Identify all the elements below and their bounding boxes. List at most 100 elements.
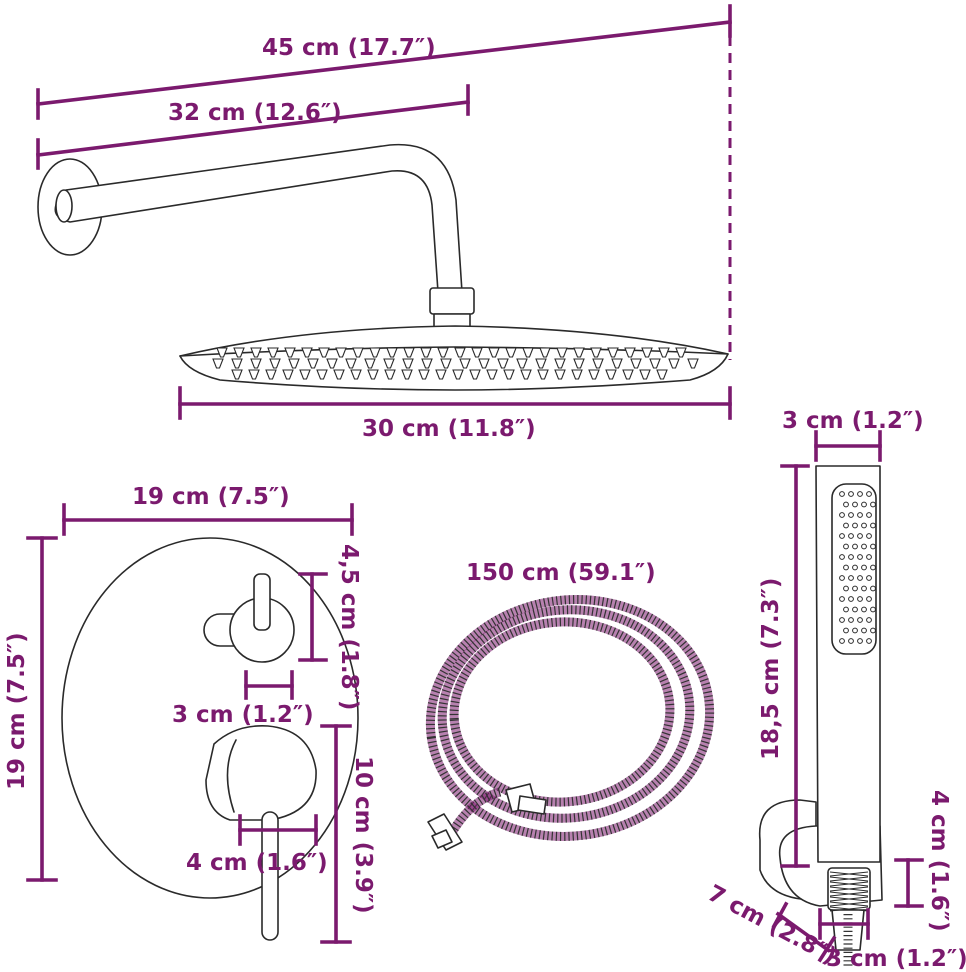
- label-arm-reach: 32 cm (12.6″): [168, 100, 342, 126]
- hand-nozzle: [839, 533, 845, 539]
- hand-nozzle: [839, 596, 845, 602]
- nozzle: [250, 358, 262, 369]
- hand-nozzle: [839, 491, 845, 497]
- nozzle: [421, 358, 433, 369]
- nozzle: [367, 369, 379, 380]
- nozzle: [641, 347, 653, 358]
- hand-nozzle: [866, 575, 872, 581]
- hose-fitting-left-tip: [431, 829, 453, 849]
- nozzle: [454, 347, 466, 358]
- hand-nozzle: [861, 522, 867, 529]
- nozzle: [420, 347, 432, 358]
- label-handshower-length: 18,5 cm (7.3″): [758, 578, 784, 760]
- hand-nozzle: [843, 585, 849, 592]
- label-arm-total: 45 cm (17.7″): [262, 35, 436, 61]
- dimension-handshower-width: 3 cm (1.2″): [782, 408, 924, 462]
- hand-nozzle: [870, 606, 876, 613]
- nozzle: [649, 358, 661, 369]
- label-lever-width: 4 cm (1.6″): [186, 850, 328, 876]
- nozzle: [265, 369, 277, 380]
- nozzle: [326, 358, 338, 369]
- dimension-holder-width: 3 cm (1.2″): [818, 908, 966, 972]
- head-connector-nut: [429, 287, 475, 315]
- nozzle: [435, 369, 447, 380]
- hand-nozzle: [848, 638, 854, 644]
- nozzle: [539, 347, 551, 358]
- nozzle: [605, 369, 617, 380]
- label-holder-width: 3 cm (1.2″): [826, 946, 966, 972]
- knurl-line: [829, 886, 869, 892]
- hose-coil: [437, 605, 695, 823]
- nozzle: [497, 358, 509, 369]
- mixer-lever-handle: [261, 811, 279, 941]
- nozzle: [403, 347, 415, 358]
- label-head-diameter: 30 cm (11.8″): [362, 416, 536, 442]
- hand-nozzle: [866, 491, 872, 497]
- nozzle: [231, 369, 243, 380]
- label-valve-height: 19 cm (7.5″): [4, 632, 30, 790]
- label-hose-length: 150 cm (59.1″): [466, 560, 656, 586]
- nozzle: [520, 369, 532, 380]
- nozzle: [233, 347, 245, 358]
- hand-nozzle: [857, 512, 863, 518]
- dimension-knob-width: 3 cm (1.2″): [172, 670, 314, 728]
- hand-nozzle: [857, 638, 863, 644]
- nozzle: [216, 347, 228, 358]
- mixer-valve: [61, 537, 359, 941]
- dimension-lever-width: 4 cm (1.6″): [186, 814, 328, 876]
- nozzle: [401, 369, 413, 380]
- hand-nozzle: [852, 564, 858, 571]
- hand-nozzle: [852, 606, 858, 613]
- nozzle: [269, 358, 281, 369]
- dimension-head-diameter: 30 cm (11.8″): [178, 386, 732, 442]
- nozzle: [590, 347, 602, 358]
- nozzle: [622, 369, 634, 380]
- nozzle: [639, 369, 651, 380]
- hose-exit: [831, 909, 865, 951]
- hand-nozzle: [848, 575, 854, 581]
- hand-nozzle: [866, 617, 872, 623]
- hand-nozzle: [839, 575, 845, 581]
- nozzle: [687, 358, 699, 369]
- hand-nozzle: [866, 533, 872, 539]
- hand-nozzle: [866, 512, 872, 518]
- hand-shower-nozzles: [839, 491, 876, 644]
- hand-nozzle: [870, 522, 876, 529]
- label-lever-height: 10 cm (3.9″): [350, 756, 376, 914]
- hand-nozzle: [848, 512, 854, 518]
- nozzle: [364, 358, 376, 369]
- hand-nozzle: [852, 627, 858, 634]
- hand-nozzle: [852, 501, 858, 508]
- nozzle: [248, 369, 260, 380]
- hand-nozzle: [839, 512, 845, 518]
- shower-arm: [54, 143, 463, 293]
- label-knob-height: 4,5 cm (1.8″): [336, 544, 362, 710]
- hand-nozzle: [848, 596, 854, 602]
- hand-nozzle: [861, 627, 867, 634]
- hand-nozzle: [857, 491, 863, 497]
- hand-nozzle: [843, 501, 849, 508]
- hand-nozzle: [857, 554, 863, 560]
- nozzle: [267, 347, 279, 358]
- arm-end-cap: [55, 189, 73, 223]
- hand-nozzle: [839, 638, 845, 644]
- nozzle: [630, 358, 642, 369]
- hand-nozzle: [857, 617, 863, 623]
- nozzle: [535, 358, 547, 369]
- hose-coils: [425, 595, 715, 841]
- hand-nozzle: [852, 522, 858, 529]
- mixer-lever-edge: [226, 739, 237, 813]
- hose-coil-shade: [425, 595, 715, 841]
- nozzle: [488, 347, 500, 358]
- nozzle: [469, 369, 481, 380]
- label-knob-width: 3 cm (1.2″): [172, 702, 314, 728]
- hand-nozzle: [843, 627, 849, 634]
- nozzle: [537, 369, 549, 380]
- knurl-line: [829, 871, 869, 877]
- nozzle: [383, 358, 395, 369]
- hand-nozzle: [857, 533, 863, 539]
- hand-nozzle: [852, 585, 858, 592]
- nozzle: [624, 347, 636, 358]
- hand-nozzle: [870, 564, 876, 571]
- nozzle: [288, 358, 300, 369]
